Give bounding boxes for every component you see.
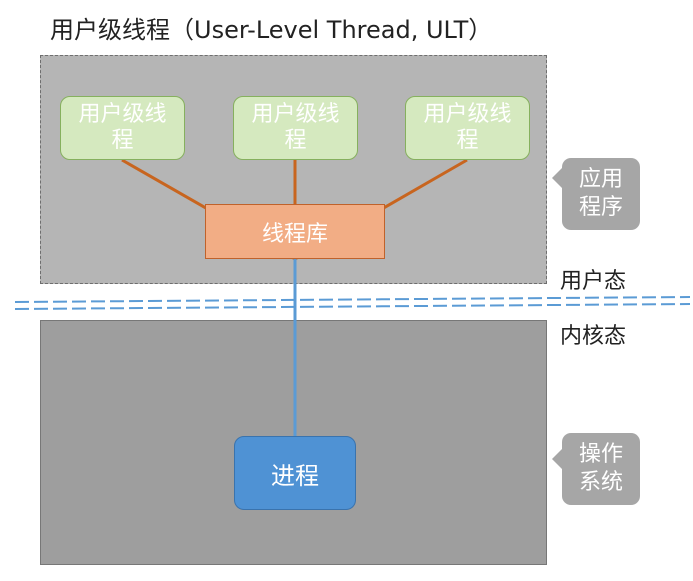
process-box: 进程 xyxy=(234,436,356,510)
thread-library-box: 线程库 xyxy=(205,204,385,259)
application-callout: 应用程序 xyxy=(562,158,640,230)
os-callout: 操作系统 xyxy=(562,433,640,505)
boundary-line-bottom xyxy=(14,303,691,310)
user-thread-3: 用户级线程 xyxy=(405,96,530,160)
boundary-line-top xyxy=(14,296,691,303)
user-thread-2: 用户级线程 xyxy=(233,96,358,160)
app-callout-pointer xyxy=(552,168,562,188)
diagram-title: 用户级线程（User-Level Thread, ULT） xyxy=(50,16,493,44)
os-callout-pointer xyxy=(552,449,562,469)
user-thread-1: 用户级线程 xyxy=(60,96,185,160)
kernel-mode-label: 内核态 xyxy=(560,324,627,349)
user-mode-label: 用户态 xyxy=(560,269,627,294)
